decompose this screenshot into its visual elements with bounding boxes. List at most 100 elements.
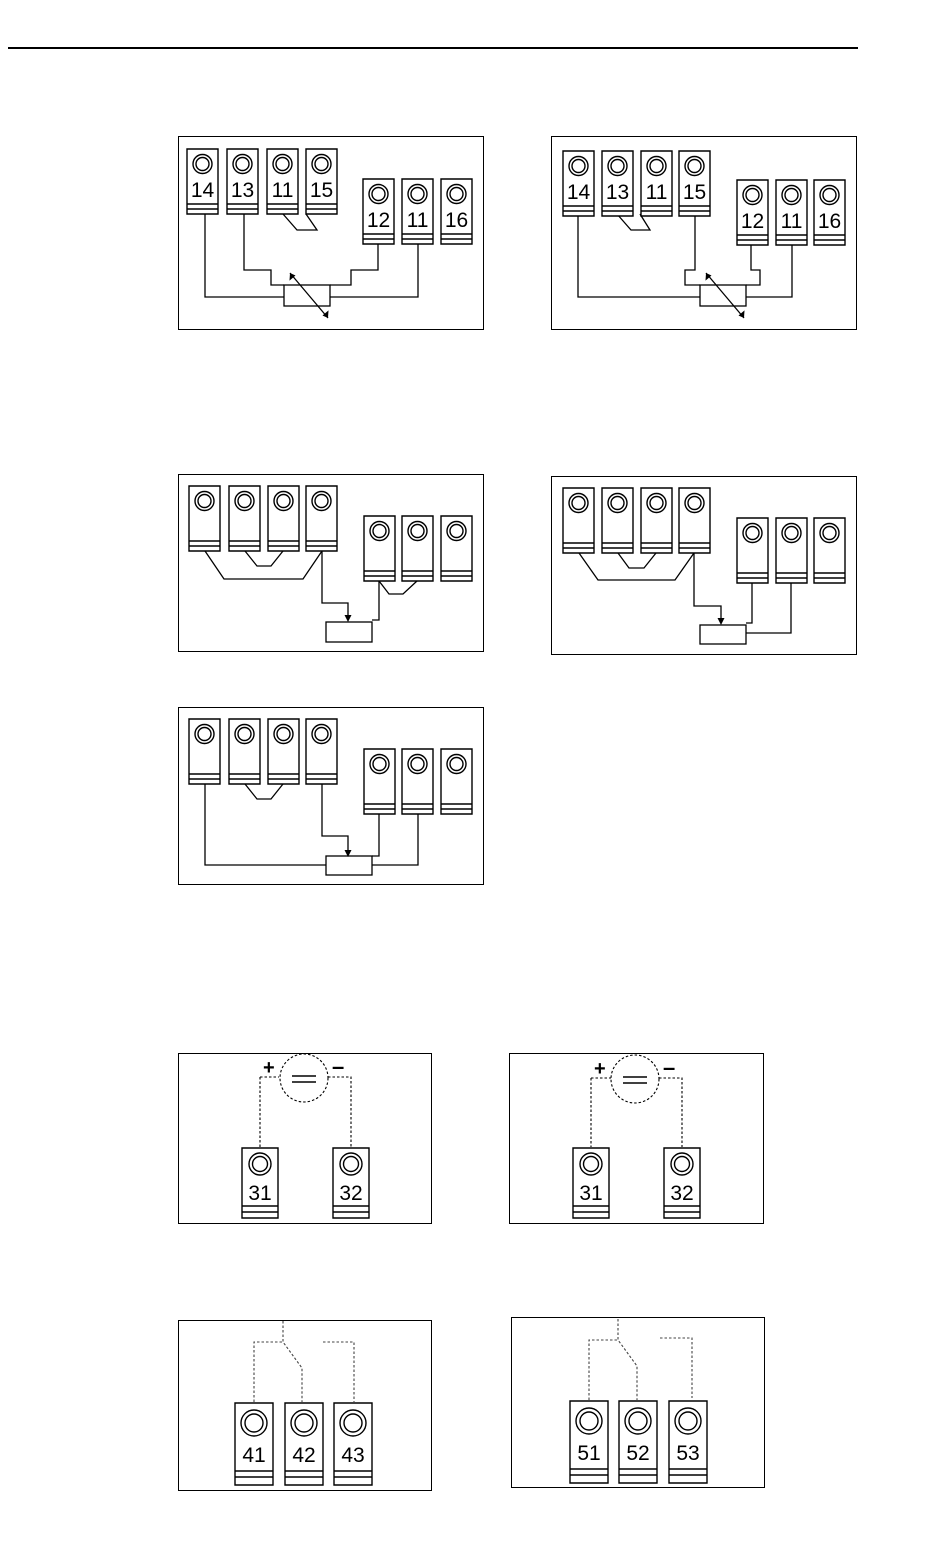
- terminal-label: 52: [626, 1442, 649, 1465]
- terminal-label: 11: [272, 179, 294, 202]
- terminal-block: [441, 516, 472, 581]
- wire: [694, 553, 721, 623]
- terminal-label: 16: [445, 209, 468, 232]
- relay-switch-contact: [283, 1321, 302, 1402]
- terminal-label: 51: [577, 1442, 600, 1465]
- terminal-block: 43: [334, 1403, 372, 1485]
- terminal-block: 51: [570, 1401, 608, 1483]
- terminal-label: 11: [781, 210, 803, 233]
- wiring-b-drawing: 14 13 11 15 12 11 16: [552, 137, 858, 331]
- terminal-block: [189, 719, 220, 784]
- terminal-label: 53: [676, 1442, 699, 1465]
- wire: [244, 214, 284, 285]
- terminal-block: 12: [737, 180, 768, 245]
- terminal-block: 32: [664, 1148, 700, 1218]
- wire: [618, 553, 656, 568]
- dashed-wire: [323, 1342, 354, 1402]
- wire: [245, 551, 283, 566]
- terminal-label: 12: [741, 210, 764, 233]
- dc-source-symbol: [611, 1055, 659, 1103]
- terminal-block: 42: [285, 1403, 323, 1485]
- terminal-block: [679, 488, 710, 553]
- sensor-a-drawing: [179, 475, 485, 653]
- diagram-relay-2: 51 52 53: [511, 1317, 765, 1488]
- terminal-label: 15: [683, 181, 706, 204]
- terminal-label: 32: [670, 1182, 693, 1205]
- terminal-row-left: 14 13 11 15: [187, 149, 337, 214]
- dashed-wire: [589, 1340, 618, 1400]
- terminal-block: [441, 749, 472, 814]
- arrowhead: [739, 310, 745, 318]
- minus-sign: –: [663, 1055, 675, 1080]
- wire: [372, 814, 379, 856]
- relay-1-drawing: 41 42 43: [179, 1321, 433, 1492]
- terminal-block: [306, 486, 337, 551]
- header-rule: [8, 47, 858, 49]
- terminal-row-right: [364, 516, 472, 581]
- terminal-row-left: [189, 486, 337, 551]
- terminal-label: 11: [407, 209, 429, 232]
- wire: [685, 214, 700, 285]
- terminal-block: [268, 486, 299, 551]
- terminal-block: [602, 488, 633, 553]
- terminal-row-left: 14 13 11 15: [563, 151, 710, 216]
- terminal-label: 16: [818, 210, 841, 233]
- terminal-label: 11: [646, 181, 668, 204]
- terminal-label: 41: [242, 1444, 265, 1467]
- terminal-label: 14: [191, 179, 215, 202]
- potentiometer-wiper-arrow: [706, 273, 744, 318]
- sensor-box: [700, 625, 746, 644]
- diagram-dc-supply-b: + – 31 32: [509, 1053, 764, 1224]
- terminal-block: 16: [441, 179, 472, 244]
- wire: [205, 784, 326, 865]
- terminal-block: 32: [333, 1148, 369, 1218]
- terminal-block: 53: [669, 1401, 707, 1483]
- terminal-row-left: [189, 719, 337, 784]
- arrowhead: [290, 273, 296, 281]
- terminal-label: 13: [606, 181, 629, 204]
- arrowhead: [706, 273, 712, 281]
- terminal-block: 11: [641, 151, 672, 216]
- terminal-block: [776, 518, 807, 583]
- terminal-block: [563, 488, 594, 553]
- plus-sign: +: [594, 1058, 606, 1080]
- terminal-block: 11: [776, 180, 807, 245]
- dashed-wire: [328, 1077, 351, 1147]
- wire: [283, 214, 317, 230]
- plus-sign: +: [263, 1057, 275, 1079]
- terminal-row-right: 12 11 16: [737, 180, 845, 245]
- wire: [578, 214, 700, 297]
- terminal-row-right: 12 11 16: [363, 179, 472, 244]
- wire: [322, 784, 348, 855]
- diagram-pot-wiring-b: 14 13 11 15 12 11 16: [551, 136, 857, 330]
- diagram-sensor-wiring-a: [178, 474, 484, 652]
- terminal-label: 42: [292, 1444, 315, 1467]
- terminal-label: 32: [339, 1182, 362, 1205]
- terminal-block: 31: [242, 1148, 278, 1218]
- potentiometer-wiper-arrow: [290, 273, 328, 318]
- terminal-label: 31: [248, 1182, 271, 1205]
- dc-supply-a-drawing: + – 31 32: [179, 1054, 433, 1225]
- terminal-block: [402, 749, 433, 814]
- terminal-block: [364, 516, 395, 581]
- relay-switch-contact: [618, 1319, 637, 1400]
- terminal-block: [402, 516, 433, 581]
- diagram-dc-supply-a: + – 31 32: [178, 1053, 432, 1224]
- terminal-block: [814, 518, 845, 583]
- wire: [379, 581, 417, 594]
- wire: [746, 244, 760, 285]
- wire: [372, 581, 379, 620]
- terminal-label: 15: [310, 179, 333, 202]
- terminal-block: 16: [814, 180, 845, 245]
- terminal-block: 11: [267, 149, 298, 214]
- sensor-box: [326, 856, 372, 875]
- terminal-block: 15: [306, 149, 337, 214]
- arrowhead: [323, 310, 329, 318]
- terminal-label: 14: [567, 181, 591, 204]
- terminal-block: [737, 518, 768, 583]
- terminal-block: 41: [235, 1403, 273, 1485]
- arrowhead: [718, 618, 725, 625]
- sensor-b-drawing: [552, 477, 858, 656]
- minus-sign: –: [332, 1054, 344, 1079]
- diagram-pot-wiring-a: 14 13 11 15 12 11 16: [178, 136, 484, 330]
